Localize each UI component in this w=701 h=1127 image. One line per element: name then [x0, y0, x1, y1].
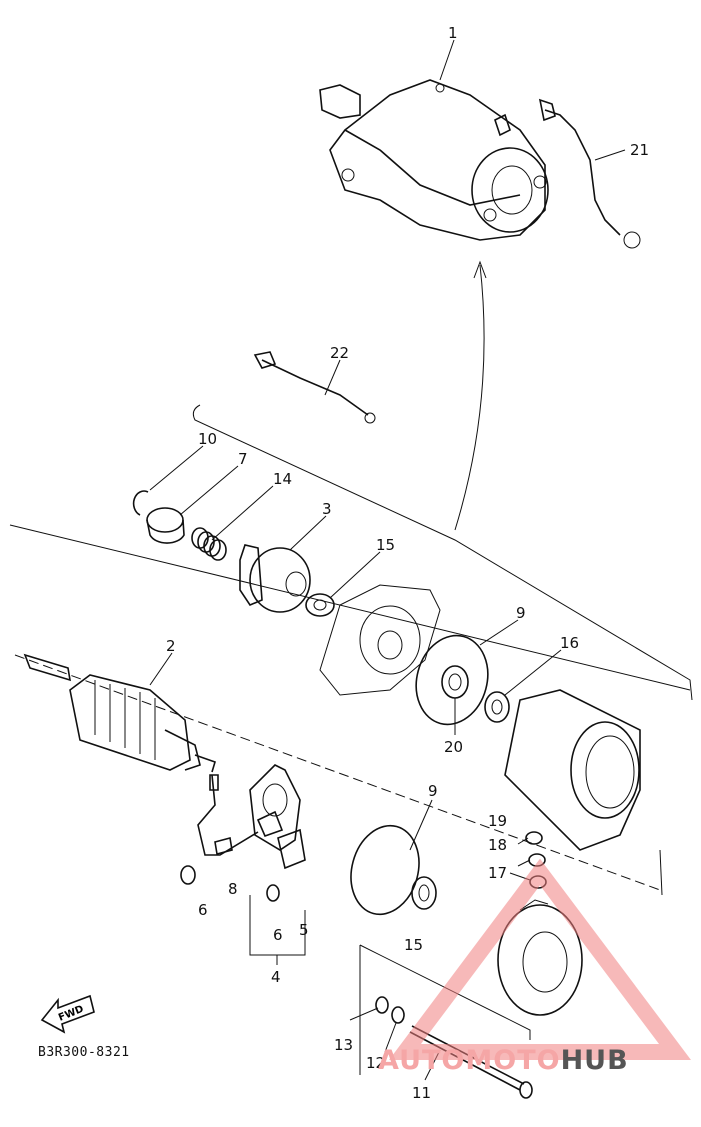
- brand-hub: HUB: [560, 1045, 629, 1076]
- label-10: 10: [198, 430, 217, 448]
- group-outline-top: [9, 524, 691, 691]
- label-15b: 15: [404, 936, 423, 954]
- label-18: 18: [488, 836, 507, 854]
- fwd-arrow-icon: FWD: [40, 994, 95, 1034]
- label-9a: 9: [516, 604, 526, 622]
- small-lead: [253, 351, 376, 424]
- starter-motor-assembly: [319, 79, 549, 241]
- leader-lines: [149, 39, 626, 1081]
- label-6b: 6: [273, 926, 283, 944]
- label-4: 4: [271, 968, 281, 986]
- label-2: 2: [166, 637, 176, 655]
- brand-auto: AUTO: [378, 1045, 466, 1076]
- yoke: [504, 689, 641, 851]
- brush-lead: [197, 774, 259, 856]
- label-21: 21: [630, 141, 649, 159]
- brand-moto: MOTO: [465, 1045, 561, 1076]
- brush-plate: [249, 764, 301, 851]
- part-labels: 1 2 3 4 5 6 6 6 7 8 9 9 10 11 12 13 14 1…: [166, 24, 649, 1102]
- armature: [23, 653, 216, 773]
- rear-cover: [497, 899, 583, 1016]
- label-22: 22: [330, 344, 349, 362]
- front-cover: [319, 584, 441, 696]
- starter-clutch: [239, 544, 311, 613]
- group-4-bracket: [249, 895, 306, 956]
- circlip: [132, 490, 149, 516]
- label-5: 5: [299, 921, 309, 939]
- label-15a: 15: [376, 536, 395, 554]
- nut-19: [525, 831, 543, 845]
- o-ring-lower: [350, 824, 420, 916]
- label-6a: 6: [198, 901, 208, 919]
- label-19: 19: [488, 812, 507, 830]
- brush-holder: [256, 810, 306, 870]
- washer-upper: [305, 593, 335, 617]
- label-3: 3: [322, 500, 332, 518]
- label-11: 11: [412, 1084, 431, 1102]
- label-17: 17: [488, 864, 507, 882]
- washer-lower: [411, 876, 437, 910]
- o-ring-upper: [415, 634, 489, 726]
- watermark-brand: AUTOMOTOHUB: [378, 1045, 629, 1076]
- label-14: 14: [273, 470, 292, 488]
- bearing-washer: [441, 665, 469, 699]
- spring: [191, 527, 227, 561]
- label-7: 7: [238, 450, 248, 468]
- lead-wire: [538, 98, 641, 249]
- label-13: 13: [334, 1036, 353, 1054]
- label-1: 1: [448, 24, 458, 42]
- label-8: 8: [228, 880, 238, 898]
- washer-16: [484, 691, 510, 723]
- label-16: 16: [560, 634, 579, 652]
- washer-13: [375, 996, 389, 1014]
- label-20: 20: [444, 738, 463, 756]
- collar: [146, 507, 185, 544]
- label-9b: 9: [428, 782, 438, 800]
- nut-6-right: [266, 884, 280, 902]
- nut-6-left: [180, 865, 196, 885]
- label-12: 12: [366, 1054, 385, 1072]
- group-outline-axis: [14, 654, 661, 891]
- washer-12: [391, 1006, 405, 1024]
- assembly-arrow: [454, 264, 485, 531]
- diagram-code: B3R300-8321: [38, 1045, 130, 1060]
- watermark-triangle-icon: [389, 858, 691, 1060]
